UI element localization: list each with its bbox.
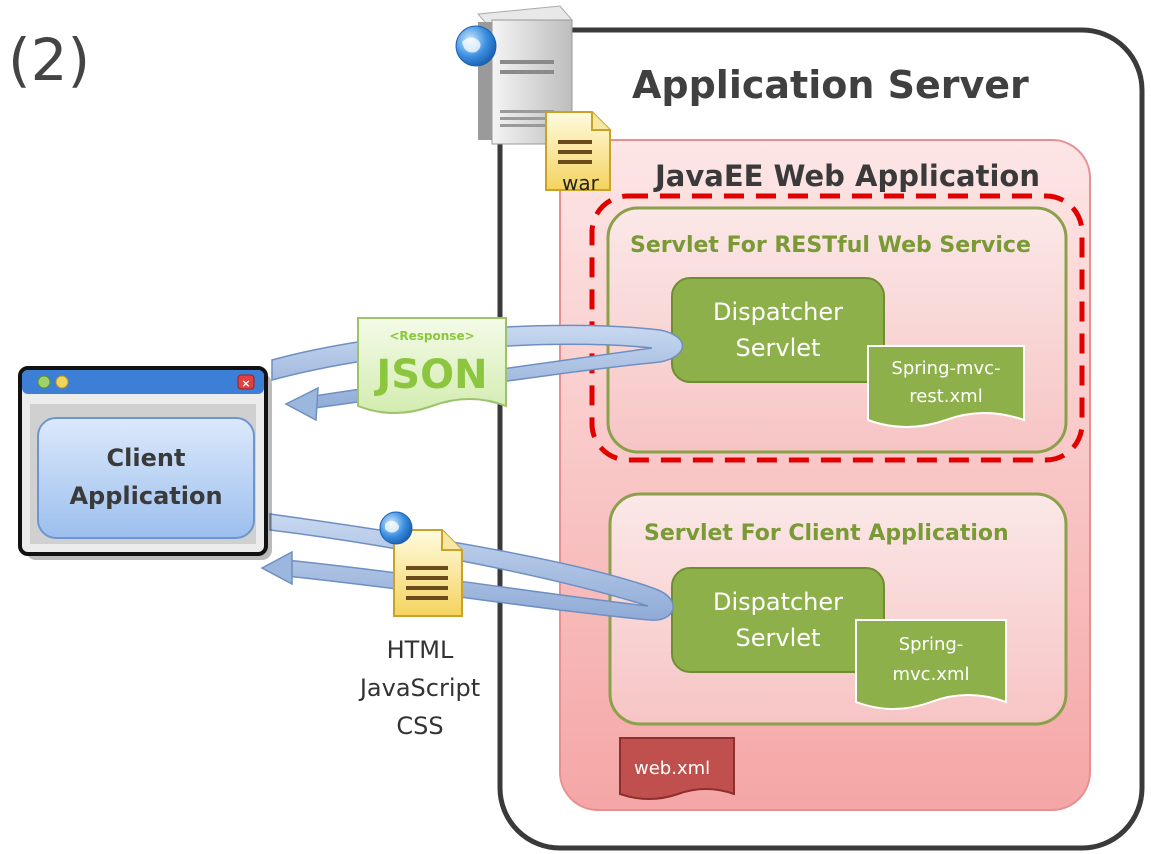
html-label-line2: JavaScript	[358, 674, 480, 702]
client-dispatcher-line1: Dispatcher	[713, 588, 843, 616]
json-response-document: <Response> JSON	[357, 317, 507, 414]
javaee-web-application-title: JavaEE Web Application	[653, 159, 1040, 193]
rest-dispatcher-servlet	[671, 277, 885, 383]
rest-servlet-title: Servlet For RESTful Web Service	[630, 233, 1031, 258]
html-document-icon	[393, 529, 463, 617]
application-server-title: Application Server	[632, 63, 1029, 107]
window-dot-icon	[55, 375, 69, 389]
rest-dispatcher-line1: Dispatcher	[713, 298, 843, 326]
client-config-line1: Spring-	[899, 634, 964, 655]
client-application-line2: Application	[69, 482, 222, 510]
client-dispatcher-servlet	[671, 567, 885, 673]
rest-config-line2: rest.xml	[909, 386, 982, 407]
web-xml-label: web.xml	[634, 758, 710, 779]
client-application-box	[37, 417, 255, 539]
html-globe-icon	[379, 511, 413, 545]
html-label-line1: HTML	[387, 636, 454, 664]
client-dispatcher-line2: Servlet	[736, 624, 821, 652]
step-label: (2)	[8, 26, 90, 94]
client-servlet-title: Servlet For Client Application	[644, 521, 1009, 546]
client-application-line1: Client	[107, 444, 186, 472]
client-browser-window: × Client Application	[18, 366, 272, 560]
json-label: JSON	[373, 352, 487, 398]
rest-config-file	[867, 345, 1025, 428]
json-tag-label: <Response>	[389, 329, 474, 343]
rest-dispatcher-line2: Servlet	[736, 334, 821, 362]
rest-config-line1: Spring-mvc-	[891, 358, 1000, 379]
war-label: war	[562, 171, 600, 195]
war-file-icon: war	[545, 111, 611, 195]
client-config-line2: mvc.xml	[893, 664, 970, 685]
html-label-line3: CSS	[396, 712, 443, 740]
globe-icon	[455, 25, 497, 67]
window-dot-icon	[37, 375, 51, 389]
svg-text:×: ×	[241, 377, 250, 390]
client-request-response-arrow	[260, 513, 674, 621]
client-config-file	[855, 619, 1007, 710]
window-close-icon	[237, 374, 255, 390]
web-xml-file	[619, 737, 735, 800]
